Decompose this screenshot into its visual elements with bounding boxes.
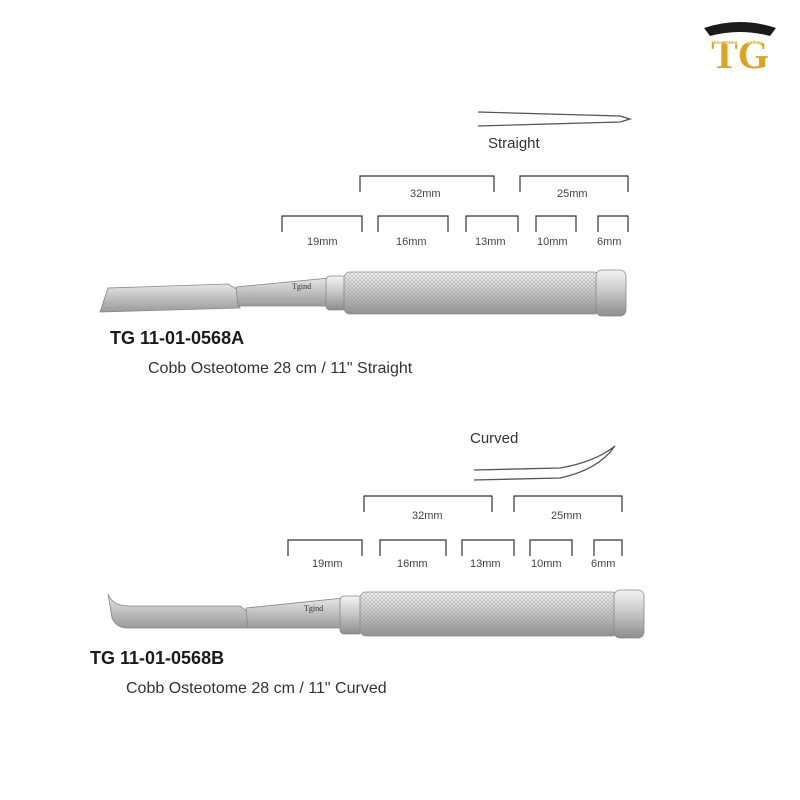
profile-label: Straight — [488, 135, 540, 152]
width-group-label: 25mm — [557, 188, 588, 200]
width-label: 19mm — [307, 236, 338, 248]
width-group-bracket — [359, 175, 495, 192]
width-bracket — [529, 539, 573, 556]
width-bracket — [287, 539, 363, 556]
product-code: TG 11-01-0568A — [110, 328, 245, 348]
width-label: 13mm — [475, 236, 506, 248]
width-label: 19mm — [312, 558, 343, 570]
width-label: 6mm — [597, 236, 622, 248]
osteotome-curved-image — [107, 589, 645, 639]
logo-letters: TG — [711, 32, 769, 77]
width-group-label: 32mm — [410, 188, 441, 200]
tg-logo-mark: TG Tahir Group Of Industries — [704, 22, 776, 77]
straight-profile-icon — [477, 111, 633, 127]
width-bracket — [377, 215, 449, 232]
width-group-label: 32mm — [412, 510, 443, 522]
width-bracket — [379, 539, 447, 556]
width-bracket — [465, 215, 519, 232]
curved-profile-icon — [473, 445, 616, 481]
brand-logo: TG Tahir Group Of Industries — [700, 18, 780, 78]
width-group-label: 25mm — [551, 510, 582, 522]
width-label: 6mm — [591, 558, 616, 570]
osteotome-straight-image — [99, 269, 627, 317]
width-label: 16mm — [397, 558, 428, 570]
width-bracket — [281, 215, 363, 232]
width-bracket — [593, 539, 623, 556]
width-label: 10mm — [537, 236, 568, 248]
width-bracket — [535, 215, 577, 232]
product-code: TG 11-01-0568B — [90, 648, 225, 668]
product-description: Cobb Osteotome 28 cm / 11" Curved — [126, 680, 387, 697]
width-bracket — [461, 539, 515, 556]
profile-label: Curved — [470, 430, 519, 447]
logo-tagline: Tahir Group Of Industries — [712, 40, 768, 46]
product-description: Cobb Osteotome 28 cm / 11" Straight — [148, 360, 413, 377]
width-bracket — [597, 215, 629, 232]
engraving-text: Tgind — [304, 604, 324, 613]
width-label: 13mm — [470, 558, 501, 570]
width-label: 10mm — [531, 558, 562, 570]
width-group-bracket — [513, 495, 623, 512]
width-label: 16mm — [396, 236, 427, 248]
width-group-bracket — [363, 495, 493, 512]
engraving-text: Tgind — [292, 282, 312, 291]
width-group-bracket — [519, 175, 629, 192]
